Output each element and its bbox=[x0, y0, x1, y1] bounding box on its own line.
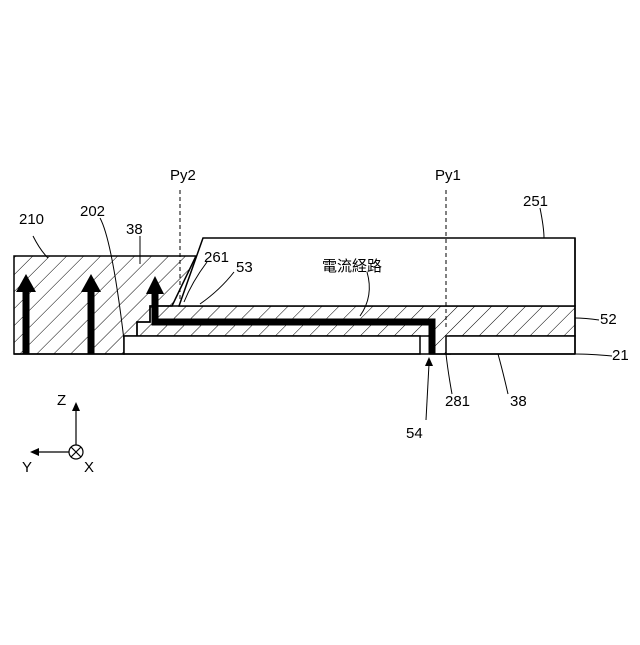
label-54: 54 bbox=[406, 425, 423, 442]
axis-label-x: X bbox=[84, 459, 94, 476]
label-53: 53 bbox=[236, 259, 253, 276]
layer-38-right bbox=[446, 336, 575, 354]
label-281: 281 bbox=[445, 393, 470, 410]
label-21: 21 bbox=[612, 347, 629, 364]
label-202: 202 bbox=[80, 203, 105, 220]
axis-label-z: Z bbox=[57, 392, 66, 409]
label-38-top: 38 bbox=[126, 221, 143, 238]
label-py1: Py1 bbox=[435, 167, 461, 184]
label-38-bottom: 38 bbox=[510, 393, 527, 410]
axis-indicator bbox=[30, 402, 83, 459]
label-py2: Py2 bbox=[170, 167, 196, 184]
label-52: 52 bbox=[600, 311, 617, 328]
label-210: 210 bbox=[19, 211, 44, 228]
layer-38-left bbox=[124, 336, 420, 354]
label-261: 261 bbox=[204, 249, 229, 266]
label-current-path: 電流経路 bbox=[322, 257, 382, 275]
axis-label-y: Y bbox=[22, 459, 32, 476]
arrow-54 bbox=[425, 357, 433, 420]
label-251: 251 bbox=[523, 193, 548, 210]
